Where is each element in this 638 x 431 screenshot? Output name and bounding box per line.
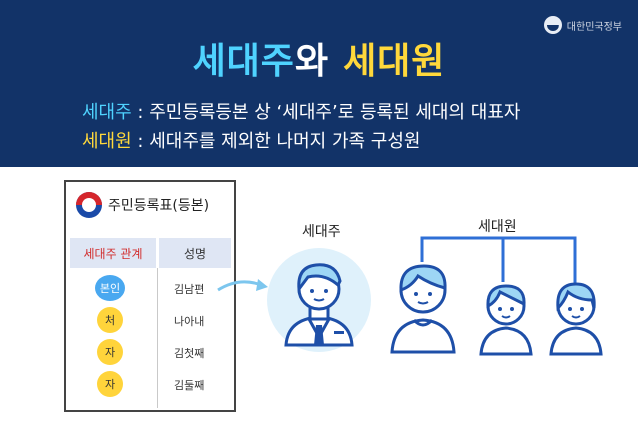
- column-header-name: 성명: [159, 238, 231, 268]
- page-title: 세대주와 세대원: [0, 32, 638, 84]
- government-logo-text: 대한민국정부: [566, 21, 622, 33]
- column-header-relation: 세대주 관계: [70, 238, 156, 268]
- pointer-arrow-icon: [217, 279, 268, 292]
- definition-household-member: 세대원 : 세대주를 제외한 나머지 가족 구성원: [82, 127, 420, 153]
- definition-text: : 주민등록등본 상 ‘세대주’로 등록된 세대의 대표자: [131, 102, 521, 123]
- taegeuk-icon: [76, 191, 102, 218]
- title-household-members: 세대원: [343, 41, 446, 82]
- spouse-avatar-icon: [390, 264, 456, 354]
- column-divider: [157, 268, 158, 408]
- resident-register-card: 주민등록표(등본) 세대주 관계 성명 본인 김남편 처 나아내 자 김첫째 자…: [64, 180, 236, 412]
- child-avatar-icon: [479, 284, 533, 356]
- definition-text: : 세대주를 제외한 나머지 가족 구성원: [131, 131, 421, 152]
- child-avatar-icon: [549, 282, 603, 356]
- title-householder: 세대주: [192, 41, 295, 82]
- household-members-label: 세대원: [478, 219, 517, 235]
- definition-householder: 세대주 : 주민등록등본 상 ‘세대주’로 등록된 세대의 대표자: [82, 98, 520, 124]
- table-row: 자 김둘째: [70, 370, 232, 398]
- person-name: 김남편: [174, 283, 205, 296]
- table-row: 처 나아내: [70, 306, 232, 334]
- relation-badge: 본인: [95, 275, 125, 301]
- person-name: 나아내: [174, 315, 205, 328]
- definition-term: 세대주: [82, 102, 132, 123]
- relation-badge: 처: [97, 307, 123, 333]
- person-name: 김첫째: [174, 347, 205, 360]
- householder-label: 세대주: [302, 224, 341, 240]
- definition-term: 세대원: [82, 131, 132, 152]
- person-name: 김둘째: [174, 379, 205, 392]
- householder-avatar-icon: [267, 248, 371, 352]
- card-header: 주민등록표(등본): [66, 182, 234, 227]
- taegeuk-logo-icon: [543, 16, 562, 34]
- relation-badge: 자: [97, 339, 123, 365]
- relation-badge: 자: [97, 371, 123, 397]
- table-row: 자 김첫째: [70, 338, 232, 366]
- title-and: 와: [294, 41, 330, 82]
- government-logo: 대한민국정부: [543, 16, 622, 34]
- table-row: 본인 김남편: [70, 274, 232, 302]
- card-title: 주민등록표(등본): [108, 197, 210, 214]
